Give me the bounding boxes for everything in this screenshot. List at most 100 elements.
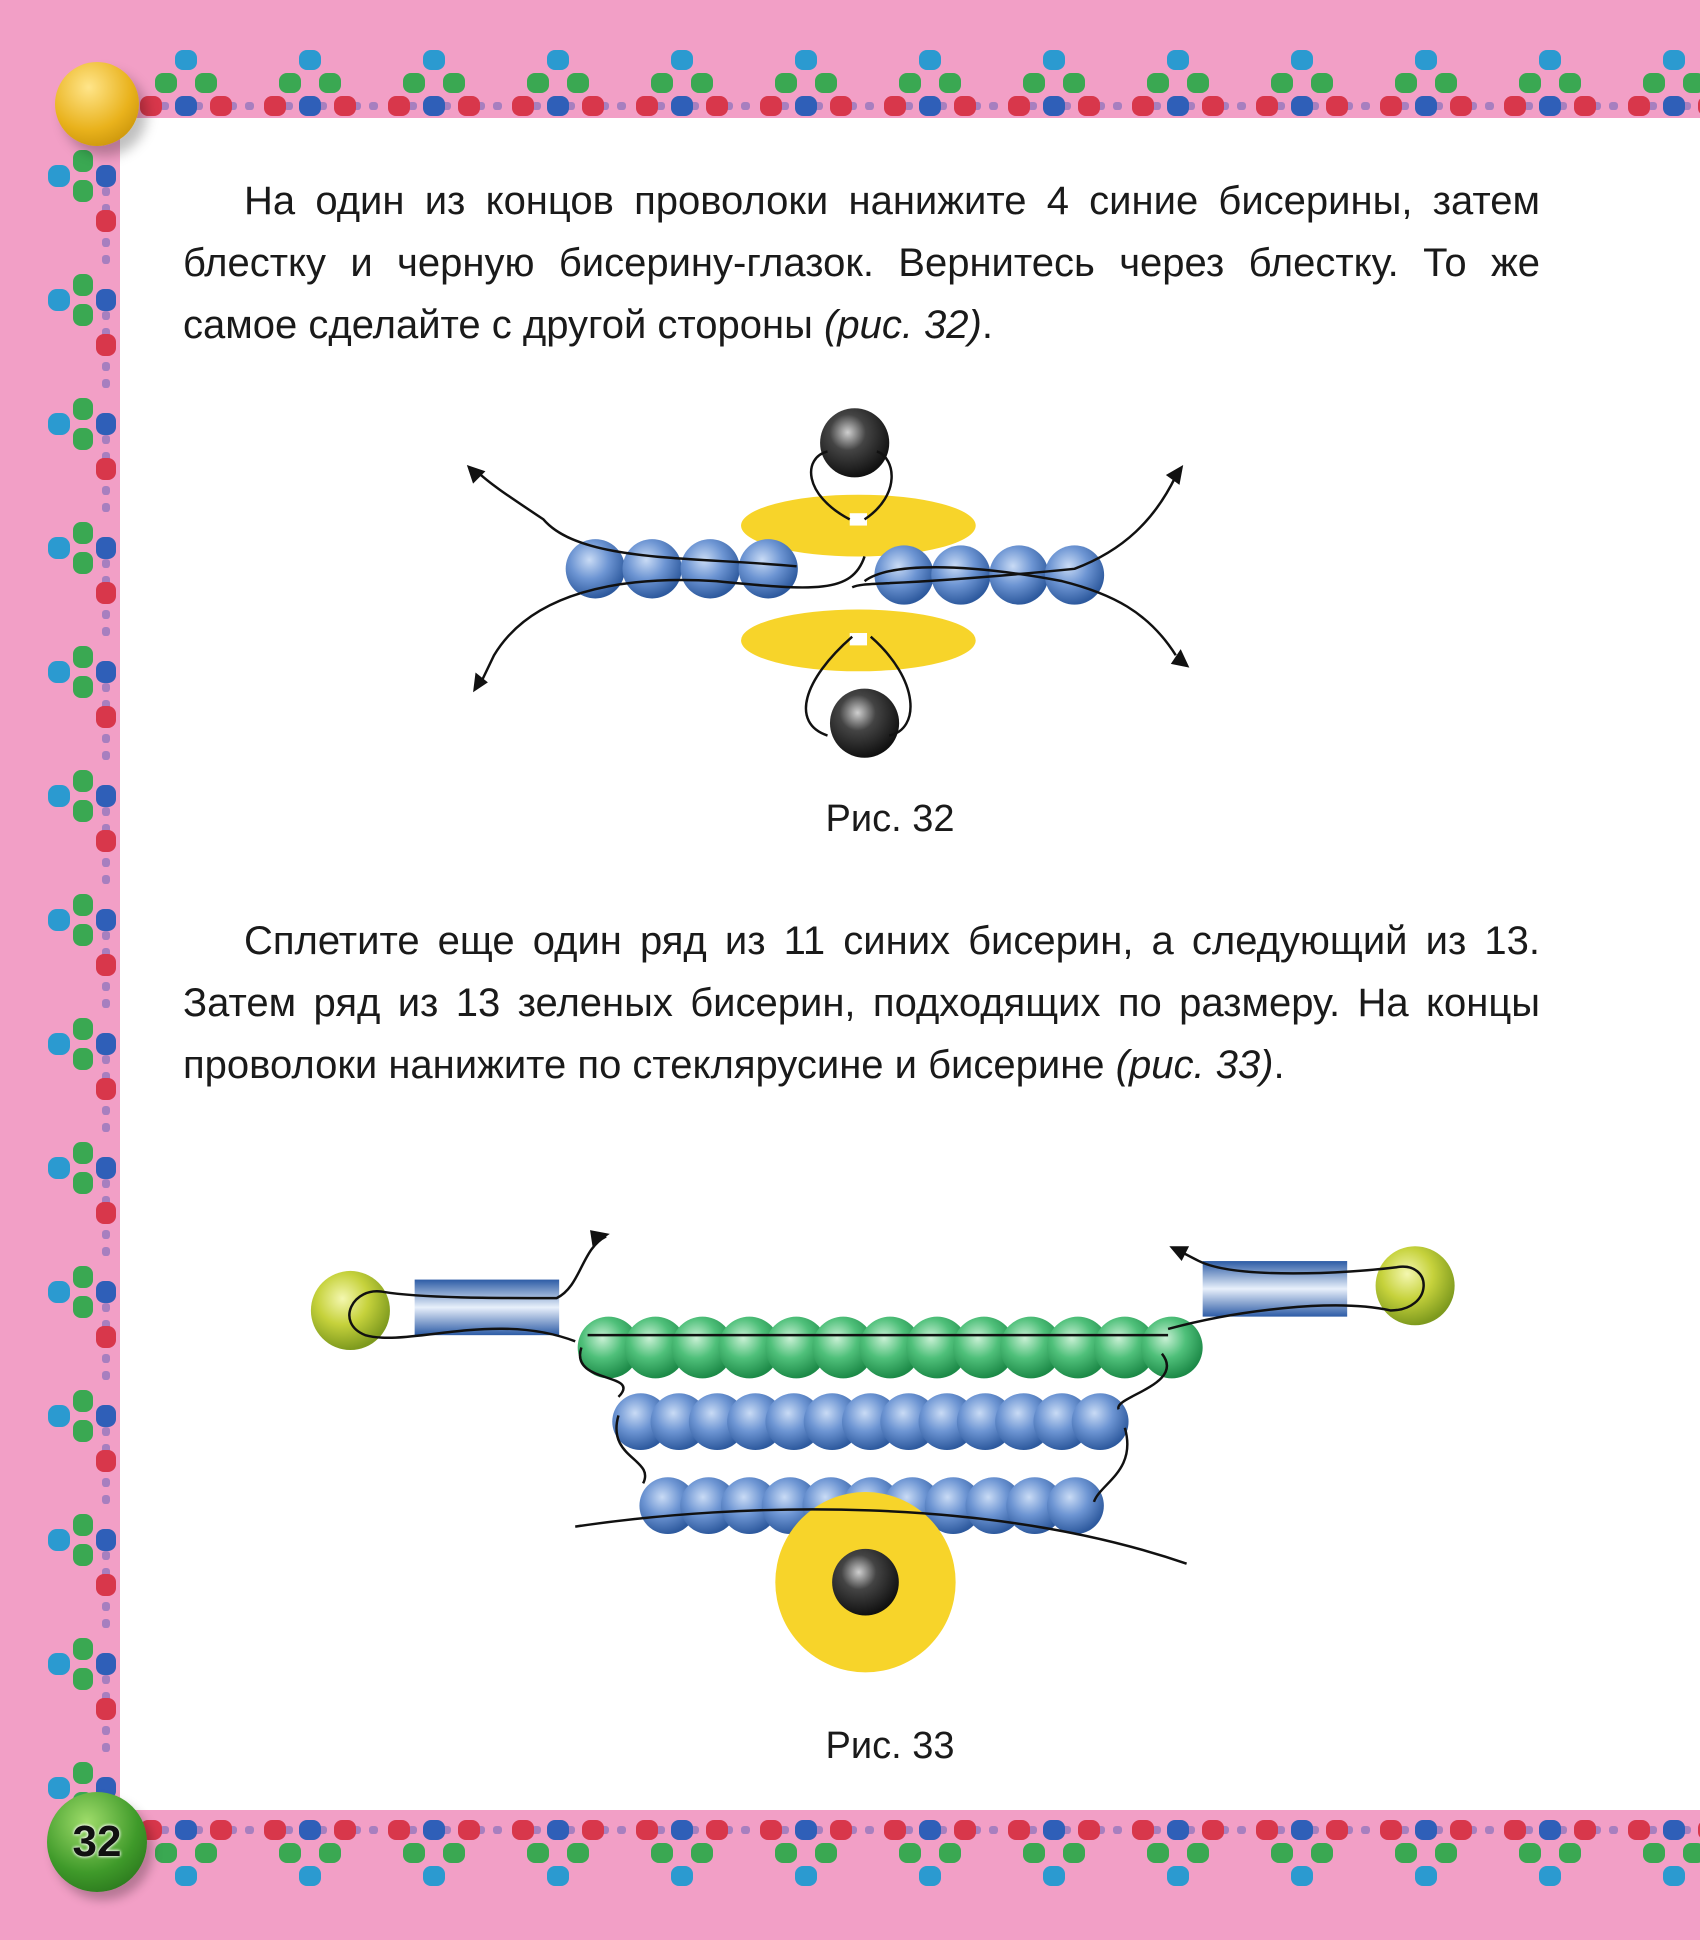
border-bead — [96, 1033, 116, 1055]
border-bead — [706, 96, 728, 116]
border-bead — [1187, 73, 1209, 93]
border-bead — [102, 362, 110, 371]
paragraph-text: Сплетите еще один ряд из 11 синих бисери… — [183, 919, 1540, 1087]
border-bead — [651, 73, 673, 93]
border-bead — [691, 1843, 713, 1863]
border-bead — [1237, 1826, 1246, 1834]
figure-reference: (рис. 33) — [1115, 1043, 1274, 1087]
border-bead — [96, 1574, 116, 1596]
border-bead — [1415, 1820, 1437, 1840]
border-bead — [102, 1179, 110, 1188]
green-bead — [577, 1316, 640, 1379]
border-bead — [780, 102, 789, 110]
border-bead — [195, 73, 217, 93]
border-bead — [830, 96, 852, 116]
border-bead — [636, 1820, 658, 1840]
border-bead — [1361, 1826, 1370, 1834]
border-bead — [175, 1820, 197, 1840]
border-bead — [73, 1668, 93, 1690]
border-bead — [567, 73, 589, 93]
border-bead — [102, 1247, 110, 1256]
border-bead — [96, 413, 116, 435]
border-bead — [96, 661, 116, 683]
border-bead — [1063, 1843, 1085, 1863]
border-bead — [403, 1843, 425, 1863]
border-bead — [102, 255, 110, 264]
border-bead — [245, 102, 254, 110]
blue-bead — [931, 545, 991, 605]
border-bead — [1276, 102, 1285, 110]
border-bead — [1167, 1866, 1189, 1886]
border-bead — [919, 96, 941, 116]
border-bead — [279, 1843, 301, 1863]
border-bead — [1559, 1843, 1581, 1863]
border-bead — [73, 894, 93, 916]
border-bead — [73, 1172, 93, 1194]
border-bead — [1167, 1820, 1189, 1840]
border-bead — [96, 1653, 116, 1675]
border-bead — [102, 1123, 110, 1132]
border-bead — [760, 96, 782, 116]
border-bead — [1361, 102, 1370, 110]
blue-bead — [738, 539, 798, 599]
border-bead — [102, 1743, 110, 1752]
border-bead — [96, 954, 116, 976]
border-bead — [73, 1762, 93, 1784]
border-bead — [319, 1843, 341, 1863]
border-bead — [532, 102, 541, 110]
border-bead — [102, 982, 110, 991]
border-bead — [73, 1390, 93, 1412]
border-bead — [1043, 96, 1065, 116]
border-bead — [1043, 1820, 1065, 1840]
border-bead — [102, 559, 110, 568]
border-bead — [1395, 73, 1417, 93]
blue-bead — [874, 545, 934, 605]
border-bead — [73, 1266, 93, 1288]
border-bead — [527, 1843, 549, 1863]
border-bead — [102, 1619, 110, 1628]
border-bead — [1202, 96, 1224, 116]
border-bead — [102, 931, 110, 940]
border-bead — [1152, 102, 1161, 110]
border-bead — [547, 1866, 569, 1886]
border-bead — [210, 1820, 232, 1840]
border-bead — [48, 785, 70, 807]
border-bead — [102, 807, 110, 816]
border-bead — [210, 96, 232, 116]
border-bead — [96, 830, 116, 852]
border-bead — [1663, 50, 1685, 70]
border-bead — [73, 1048, 93, 1070]
border-bead — [73, 1018, 93, 1040]
border-bead — [195, 1843, 217, 1863]
border-bead — [884, 96, 906, 116]
border-bead — [1132, 96, 1154, 116]
blue-bead — [924, 1477, 982, 1535]
border-bead — [1539, 1820, 1561, 1840]
border-bead — [1167, 50, 1189, 70]
border-bead — [73, 1420, 93, 1442]
border-bead — [403, 73, 425, 93]
border-bead — [1291, 1866, 1313, 1886]
border-bead — [96, 1529, 116, 1551]
border-bead — [532, 1826, 541, 1834]
border-bead — [1291, 50, 1313, 70]
border-bead — [96, 1405, 116, 1427]
border-bead — [1008, 1820, 1030, 1840]
border-bead — [795, 1820, 817, 1840]
border-bead — [547, 50, 569, 70]
border-bead — [865, 1826, 874, 1834]
border-bead — [102, 1354, 110, 1363]
border-bead — [96, 1202, 116, 1224]
border-bead — [795, 96, 817, 116]
border-bead — [1132, 1820, 1154, 1840]
border-bead — [1415, 96, 1437, 116]
border-bead — [48, 1777, 70, 1799]
border-bead — [636, 96, 658, 116]
border-bead — [651, 1843, 673, 1863]
green-bead — [1093, 1316, 1156, 1379]
border-bead — [102, 503, 110, 512]
blue-bead — [1071, 1393, 1129, 1451]
border-bead — [795, 1866, 817, 1886]
green-bead — [671, 1316, 734, 1379]
